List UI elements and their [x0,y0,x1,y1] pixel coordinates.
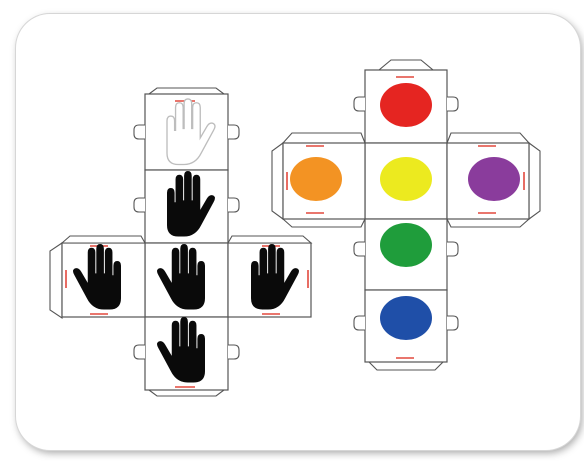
orange-circle [290,157,342,201]
hand-bottom-flap [147,389,226,397]
color-right-cap [446,132,531,144]
color-side-tab [353,96,365,112]
color-left-under [281,218,366,228]
hand-side-tab [133,124,145,140]
color-side-tab [353,315,365,331]
color-side-tab [447,315,459,331]
purple-circle [468,157,520,201]
hand-side-tab [133,197,145,213]
hand-side-tab [133,344,145,360]
color-bottom-flap [367,361,445,371]
image-card [16,14,580,450]
green-circle [380,223,432,267]
color-top-flap [377,59,435,71]
red-circle [380,83,432,127]
blue-circle [380,296,432,340]
hand-side-tab [228,344,240,360]
hand-left-flap [49,241,63,320]
color-side-tab [353,241,365,257]
yellow-circle [380,157,432,201]
color-left-flap [271,141,284,221]
color-side-tab [447,241,459,257]
hand-side-tab [228,124,240,140]
color-right-under [446,218,531,228]
hand-top-flap [147,87,226,95]
color-right-flap [528,141,541,221]
hand-left-cap [60,235,146,244]
hand-side-tab [228,197,240,213]
hand-right-cap [227,235,313,244]
color-cube-net [271,59,541,371]
color-side-tab [447,96,459,112]
color-left-cap [281,132,366,144]
